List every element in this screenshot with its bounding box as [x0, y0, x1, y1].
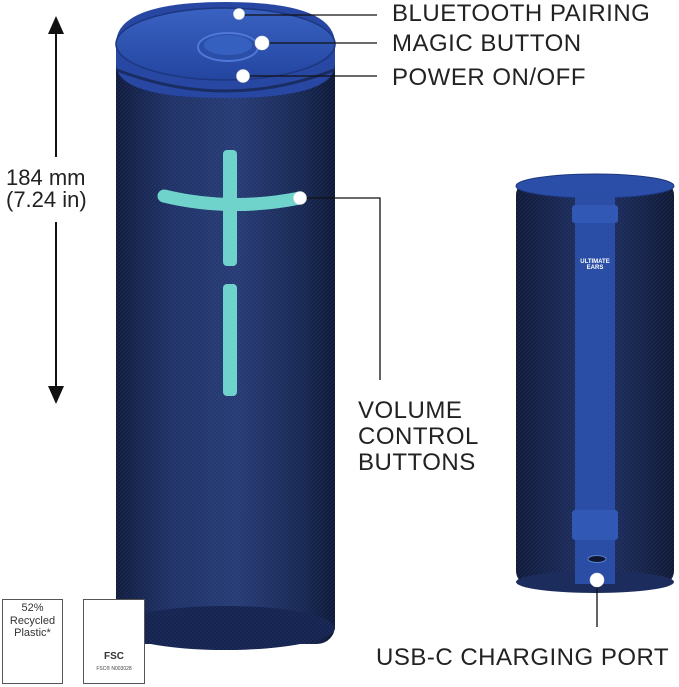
recycled-line-2: Recycled — [9, 614, 56, 627]
height-inches: (7.24 in) — [6, 187, 87, 213]
recycled-percent: 52% — [21, 602, 44, 614]
volume-control-label: VOLUME CONTROL BUTTONS — [358, 398, 479, 476]
brand-line-2: EARS — [586, 265, 604, 272]
speaker-front — [115, 2, 336, 650]
brand-line-1: ULTIMATE — [580, 259, 610, 265]
volume-plus-icon — [157, 150, 307, 266]
fsc-code: FSC® N003028 — [96, 666, 132, 672]
bluetooth-button-icon — [233, 8, 245, 20]
callout-dots — [233, 8, 605, 588]
height-dimension-label: 184 mm (7.24 in) — [6, 165, 87, 213]
usb-c-port-label: USB-C CHARGING PORT — [376, 644, 670, 671]
height-mm: 184 mm — [6, 165, 86, 190]
volume-label-line-2: CONTROL — [358, 422, 479, 450]
power-label: POWER ON/OFF — [392, 64, 586, 91]
brand-tag: ULTIMATE EARS — [575, 259, 615, 272]
callout-lines — [240, 14, 598, 627]
height-dimension-arrow — [48, 16, 64, 404]
speaker-back — [515, 173, 675, 593]
volume-label-line-1: VOLUME — [358, 397, 463, 424]
fsc-badge: FSC FSC® N003028 — [83, 599, 145, 684]
bluetooth-pairing-label: BLUETOOTH PAIRING — [392, 0, 651, 27]
fsc-label: FSC — [104, 651, 124, 662]
volume-minus-icon — [223, 284, 237, 396]
recycled-line-3: Plastic* — [14, 627, 51, 640]
magic-button-label: MAGIC BUTTON — [392, 30, 582, 57]
power-button-icon — [236, 69, 250, 83]
usb-c-port-icon — [587, 555, 607, 563]
magic-button-icon — [254, 35, 270, 51]
recycled-plastic-badge: 52% Recycled Plastic* — [2, 599, 63, 684]
volume-label-line-3: BUTTONS — [358, 448, 476, 476]
